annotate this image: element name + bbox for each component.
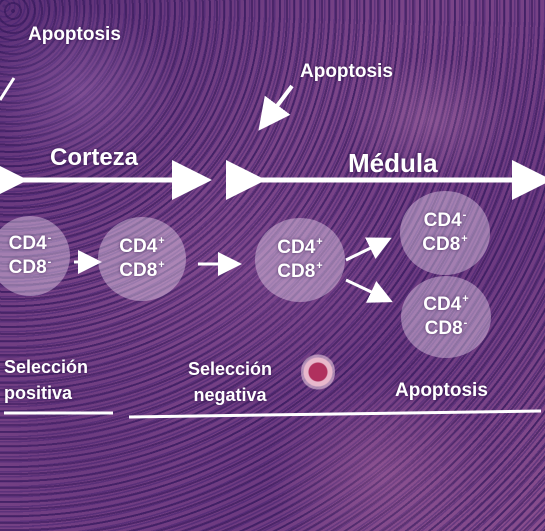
positive-selection-label: Selección positiva [4, 354, 88, 406]
apoptosis-label-top-left: Apoptosis [28, 24, 121, 45]
negative-selection-line [128, 409, 542, 419]
apoptosis-arrow-top-center [258, 84, 294, 131]
cell-cd4-line: CD4+ [277, 235, 323, 258]
thymocyte-cd8-single-positive: CD4- CD8+ [400, 191, 490, 275]
cell-cd4-line: CD4+ [119, 234, 165, 257]
thymocyte-dp-medulla: CD4+ CD8+ [255, 218, 345, 302]
corteza-label: Corteza [50, 144, 139, 171]
arrow-cell3-to-cell5 [345, 278, 393, 303]
apoptosis-label-bottom-right: Apoptosis [395, 380, 488, 401]
positive-selection-line1: Selección [4, 357, 89, 377]
thymocyte-dp-cortex: CD4+ CD8+ [98, 217, 186, 301]
cell-cd4-line: CD4- [423, 208, 467, 231]
apoptosis-arrow-top-left [0, 77, 16, 101]
cell-cd4-line: CD4- [8, 231, 52, 254]
thymocyte-dn: CD4- CD8- [0, 216, 70, 296]
negative-selection-line1: Selección [188, 359, 273, 379]
positive-selection-line2: positiva [4, 383, 73, 403]
cell-cd8-line: CD8+ [119, 258, 165, 281]
apoptosis-label-top-center: Apoptosis [300, 61, 393, 82]
cell-cd8-line: CD8+ [277, 259, 323, 282]
cell-cd4-line: CD4+ [423, 292, 469, 315]
medula-label: Médula [348, 148, 438, 178]
cell-cd8-line: CD8+ [422, 232, 468, 255]
cell-cd8-line: CD8- [424, 316, 468, 339]
thymocyte-cd4-single-positive: CD4+ CD8- [401, 276, 491, 358]
negative-selection-line2: negativa [193, 385, 267, 405]
cell-cd8-line: CD8- [8, 255, 52, 278]
red-blood-cell [301, 352, 335, 392]
negative-selection-label: Selección negativa [188, 356, 272, 408]
arrow-cell3-to-cell4 [345, 237, 392, 262]
